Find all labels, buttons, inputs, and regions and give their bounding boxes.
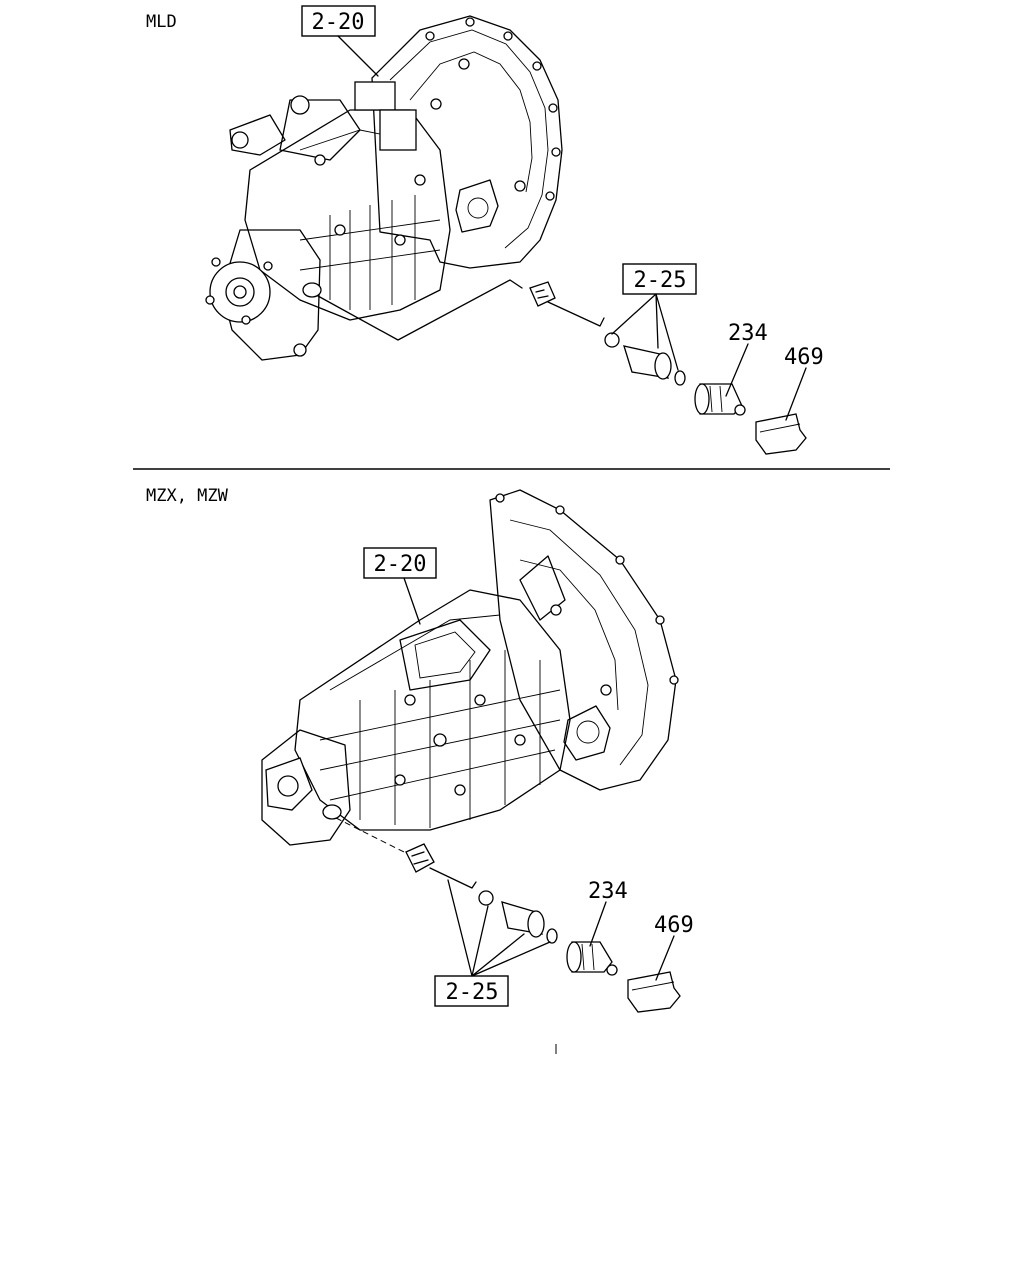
svg-text:234: 234 (728, 321, 768, 346)
part-234-mld: 234 (694, 321, 768, 416)
svg-text:2-20: 2-20 (312, 10, 365, 35)
svg-text:469: 469 (654, 913, 694, 938)
part-234-mzx-mzw: 234 (566, 879, 628, 976)
svg-text:2-25: 2-25 (446, 980, 499, 1005)
svg-text:469: 469 (784, 345, 824, 370)
svg-text:234: 234 (588, 879, 628, 904)
leader-line-mld (317, 279, 523, 341)
ref-box-2-20-mld: 2-20 (301, 5, 379, 77)
svg-text:2-20: 2-20 (374, 552, 427, 577)
transmission-mzx-mzw (261, 489, 679, 846)
speed-sensor-assembly-mzx-mzw (405, 843, 558, 944)
ref-box-2-20-mzx-mzw: 2-20 (363, 547, 437, 625)
section-label-mld: MLD (146, 12, 177, 32)
svg-text:2-25: 2-25 (634, 268, 687, 293)
transmission-mld (205, 15, 563, 361)
ref-box-2-25-mld: 2-25 (611, 263, 697, 371)
part-469-mld: 469 (755, 345, 824, 455)
ref-box-2-25-mzx-mzw: 2-25 (434, 879, 551, 1007)
section-label-mzx-mzw: MZX, MZW (146, 486, 229, 506)
part-469-mzx-mzw: 469 (627, 913, 694, 1013)
leader-line-mzx-mzw (335, 817, 405, 853)
speed-sensor-assembly-mld (529, 281, 686, 386)
